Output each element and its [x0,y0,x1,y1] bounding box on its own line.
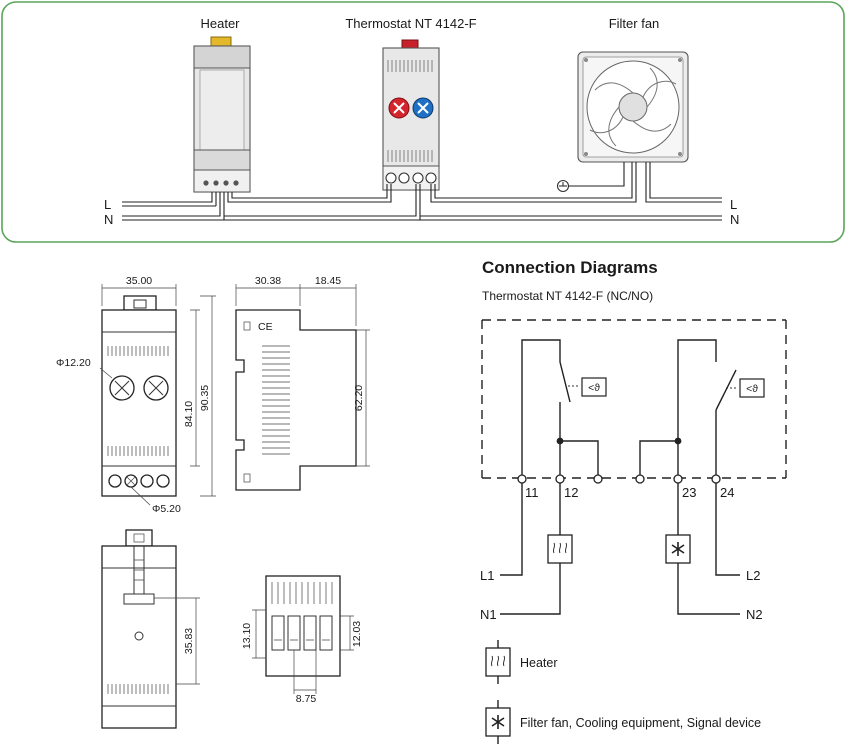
dim-terminal-pitch: 8.75 [296,693,317,705]
dim-side-b: 18.45 [315,275,341,287]
terminal-label-12: 12 [564,485,578,500]
terminal-x2 [635,474,645,484]
right-L-label: L [730,197,737,212]
label-N1: N1 [480,607,497,622]
back-view-drawing [101,529,200,729]
terminal-label-23: 23 [682,485,696,500]
legend [485,640,511,744]
thermostat-device [382,39,440,191]
terminal-label-24: 24 [720,485,734,500]
legend-fan-label: Filter fan, Cooling equipment, Signal de… [520,716,761,730]
dim-terminal-h2: 12.03 [351,621,363,647]
dim-width: 35.00 [126,275,152,287]
connection-title: Connection Diagrams [482,258,658,277]
terminal-label-11: 11 [525,485,539,500]
ground-icon [556,179,570,193]
label-N2: N2 [746,607,763,622]
heater-label: Heater [200,16,240,31]
dim-knob-diameter: Φ12.20 [56,357,91,369]
legend-heater-label: Heater [520,656,558,670]
left-L-label: L [104,197,111,212]
dim-side-a: 30.38 [255,275,281,287]
connection-subtitle: Thermostat NT 4142-F (NC/NO) [482,289,653,303]
dim-terminal-h1: 13.10 [241,623,253,649]
terminal-11 [517,474,527,484]
thermostat-label: Thermostat NT 4142-F [345,16,476,31]
dim-terminal-diameter: Φ5.20 [152,503,181,515]
label-L1: L1 [480,568,494,583]
right-N-label: N [730,212,739,227]
heater-device [193,36,251,193]
terminal-24 [711,474,721,484]
left-N-label: N [104,212,113,227]
label-L2: L2 [746,568,760,583]
dim-inner-height: 84.10 [183,401,195,427]
dim-side-height: 62.20 [353,385,365,411]
filter-fan-device [577,51,689,163]
svg-text:CE: CE [258,321,273,333]
connection-schematic: <ϑ <ϑ [481,319,787,615]
side-view-drawing: CE [235,284,370,491]
terminal-block-drawing [252,575,354,694]
terminal-23 [673,474,683,484]
fan-label: Filter fan [609,16,660,31]
front-view-drawing [99,284,216,506]
supply-wiring [122,162,722,221]
dim-back-height: 35.83 [183,628,195,654]
dim-outer-height: 90.35 [199,385,211,411]
terminal-12 [555,474,565,484]
temp-sensor-icon-2 [739,378,765,398]
temp-sensor-icon-1 [581,377,607,397]
svg-text:<ϑ: <ϑ [746,383,758,395]
terminal-x1 [593,474,603,484]
svg-text:<ϑ: <ϑ [588,382,600,394]
